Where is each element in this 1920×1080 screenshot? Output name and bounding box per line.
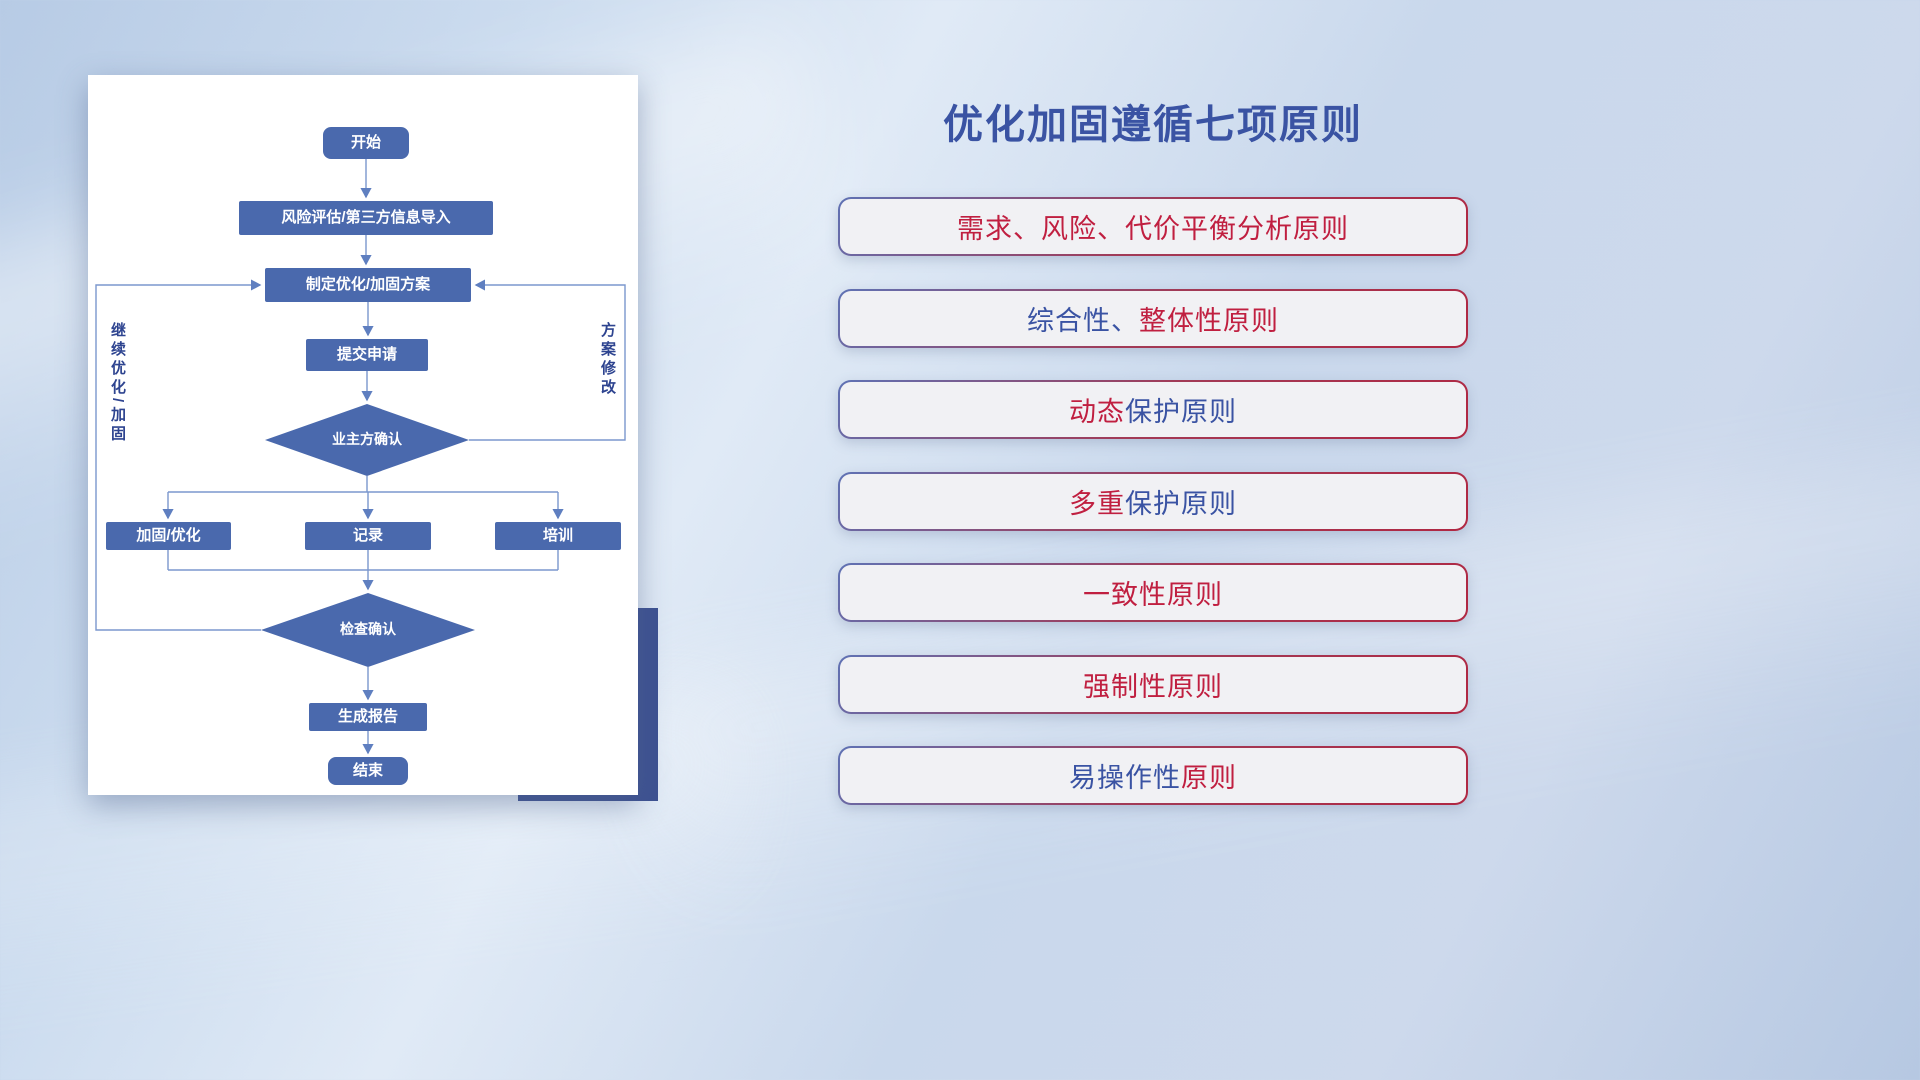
flow-node-submit: 提交申请: [306, 339, 428, 371]
principle-card-2: 综合性、 整体性原则: [838, 288, 1468, 348]
principle-text: 一致性原则: [840, 565, 1466, 620]
principle-text: 动态 保护原则: [840, 382, 1466, 437]
principle-segment: 原则: [1181, 763, 1237, 793]
principle-segment: 一致性原则: [1083, 580, 1223, 610]
principle-text: 多重 保护原则: [840, 473, 1466, 529]
flow-node-record: 记录: [305, 522, 431, 550]
principle-segment: 易操作性: [1069, 763, 1181, 793]
principle-text: 综合性、 整体性原则: [840, 290, 1466, 346]
flow-node-report: 生成报告: [309, 703, 427, 731]
flow-node-end: 结束: [328, 757, 408, 785]
flow-node-start: 开始: [323, 127, 409, 159]
principle-segment: 强制性原则: [1083, 671, 1223, 702]
flow-node-make-plan: 制定优化/加固方案: [265, 268, 471, 302]
page-title: 优化加固遵循七项原则: [943, 103, 1363, 147]
principle-text: 强制性原则: [840, 656, 1466, 712]
principle-card-1: 需求、风险、代价平衡分析原则: [838, 197, 1468, 256]
principle-card-4: 多重 保护原则: [838, 471, 1468, 531]
flow-node-harden: 加固/优化: [106, 522, 231, 550]
principle-text: 需求、风险、代价平衡分析原则: [840, 199, 1466, 254]
principle-segment: 保护原则: [1125, 488, 1237, 519]
flow-node-risk-import: 风险评估/第三方信息导入: [239, 201, 493, 235]
flowchart-connectors: [95, 159, 626, 755]
principle-segment: 动态: [1069, 397, 1125, 427]
loop-label-continue-optimize: 继续优化/加固: [109, 322, 126, 445]
principle-segment: 需求、风险、代价平衡分析原则: [957, 214, 1349, 244]
principle-segment: 整体性原则: [1139, 305, 1279, 336]
principle-segment: 保护原则: [1125, 397, 1237, 427]
principles-list: 需求、风险、代价平衡分析原则 综合性、 整体性原则 动态 保护原则 多重 保护原…: [838, 197, 1468, 805]
flowchart-card: 开始 风险评估/第三方信息导入 制定优化/加固方案 提交申请 业主方确认 加固/…: [88, 75, 638, 795]
principle-segment: 综合性、: [1027, 305, 1139, 336]
principle-text: 易操作性 原则: [840, 748, 1466, 803]
principle-segment: 多重: [1069, 488, 1125, 519]
principle-card-6: 强制性原则: [838, 654, 1468, 714]
principle-card-3: 动态 保护原则: [838, 380, 1468, 439]
principle-card-7: 易操作性 原则: [838, 746, 1468, 805]
loop-label-plan-revise: 方案修改: [599, 322, 616, 398]
flow-node-train: 培训: [495, 522, 621, 550]
principle-card-5: 一致性原则: [838, 563, 1468, 622]
